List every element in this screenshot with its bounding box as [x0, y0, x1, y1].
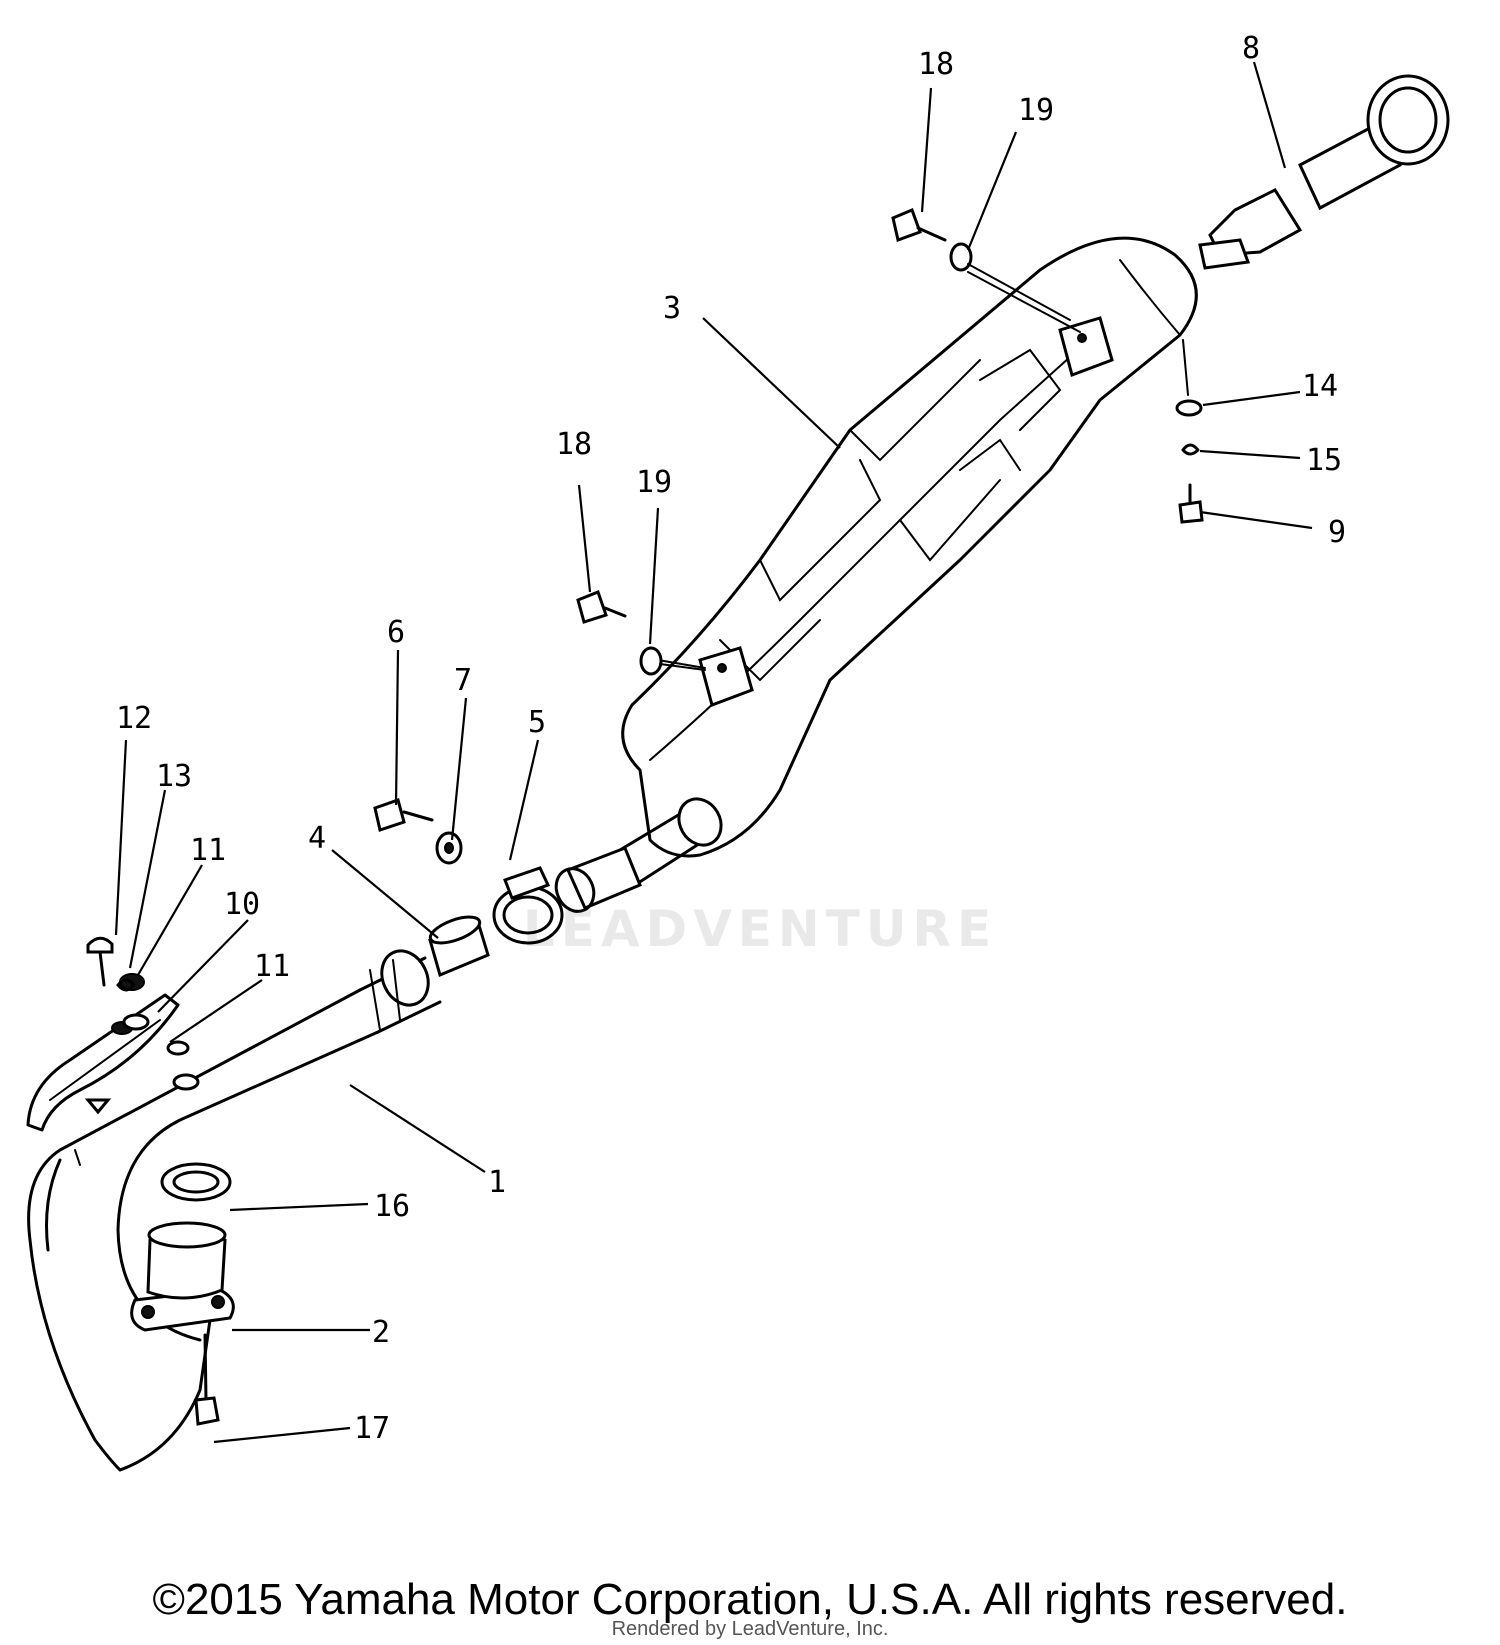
rendered-by-notice: Rendered by LeadVenture, Inc.	[611, 1618, 889, 1640]
callout-19-lower: 19	[636, 465, 672, 500]
muffler-drawing	[554, 236, 1198, 913]
callout-9: 9	[1328, 515, 1346, 550]
callout-11-upper: 11	[190, 833, 226, 868]
callout-1: 1	[488, 1165, 506, 1200]
callout-14: 14	[1302, 369, 1338, 404]
callout-8: 8	[1242, 31, 1260, 66]
joint-hardware-drawing	[373, 798, 564, 978]
silencer-end-drawing	[576, 74, 1450, 676]
leader-lines	[114, 61, 1313, 1444]
callout-7: 7	[454, 663, 472, 698]
callout-4: 4	[308, 821, 326, 856]
callout-12: 12	[116, 701, 152, 736]
callout-5: 5	[528, 705, 546, 740]
copyright-notice: ©2015 Yamaha Motor Corporation, U.S.A. A…	[152, 1575, 1348, 1624]
callout-6: 6	[387, 615, 405, 650]
callout-13: 13	[156, 759, 192, 794]
callout-10: 10	[224, 887, 260, 922]
callout-17: 17	[354, 1411, 390, 1446]
callout-labels: 1 2 3 4 5 6 7 8 9 10 11 11 12 13 14 15 1…	[116, 31, 1346, 1446]
callout-19-upper: 19	[1018, 93, 1054, 128]
callout-3: 3	[663, 291, 681, 326]
callout-16: 16	[374, 1189, 410, 1224]
callout-2: 2	[372, 1315, 390, 1350]
exhaust-pipe-drawing	[26, 936, 442, 1472]
leadventure-watermark: LEADVENTURE	[522, 900, 998, 958]
callout-18-lower: 18	[556, 427, 592, 462]
callout-18-upper: 18	[918, 47, 954, 82]
callout-11-lower: 11	[254, 949, 290, 984]
callout-15: 15	[1306, 443, 1342, 478]
